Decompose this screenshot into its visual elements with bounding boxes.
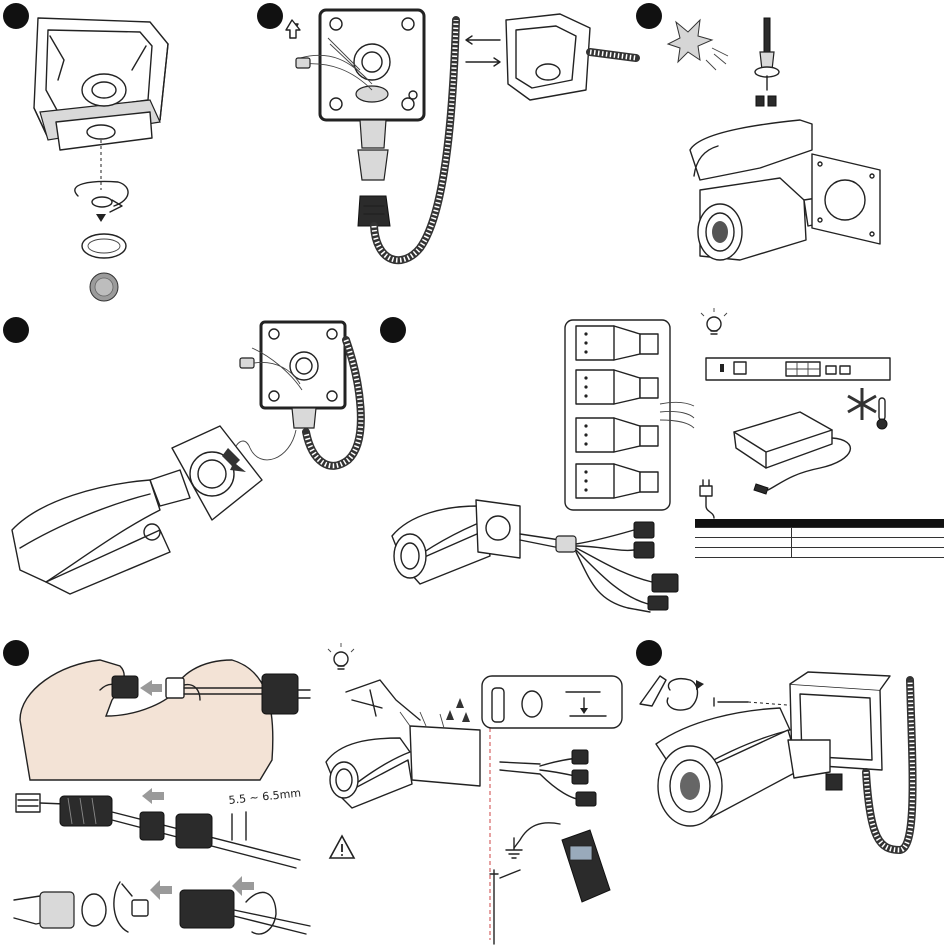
table-row	[695, 528, 944, 538]
thermometer-icon	[877, 398, 887, 429]
power-plug-icon	[700, 480, 714, 518]
panel-3-sunshield-assembly	[668, 18, 880, 260]
power-adapter	[734, 412, 832, 468]
table-row	[695, 538, 944, 548]
rotate-arrow-icon	[667, 679, 697, 710]
cable-tester-icon	[562, 830, 610, 902]
power-spec-table	[695, 519, 944, 558]
hands-illustration	[20, 660, 273, 780]
caulk-gun-icon	[346, 680, 420, 720]
panel-7-final-assembly	[640, 672, 913, 850]
panel-5-cable-connection	[392, 308, 890, 612]
panel-4-mount-camera	[12, 322, 361, 594]
allen-key-icon	[640, 676, 666, 706]
panel-6b-sealing-grounding	[326, 643, 622, 944]
snowflake-icon	[848, 388, 876, 420]
table-header-row	[695, 519, 944, 528]
warning-icon	[330, 836, 354, 858]
up-arrow-icon	[286, 20, 300, 38]
screwdriver-icon	[764, 18, 770, 52]
sun-icon	[668, 20, 712, 62]
panel-2-junction-box-wiring	[286, 10, 636, 260]
lightbulb-icon	[701, 308, 727, 334]
lightbulb-icon-2	[328, 643, 354, 669]
panel-1-junction-box	[34, 18, 168, 301]
table-row	[695, 548, 944, 558]
